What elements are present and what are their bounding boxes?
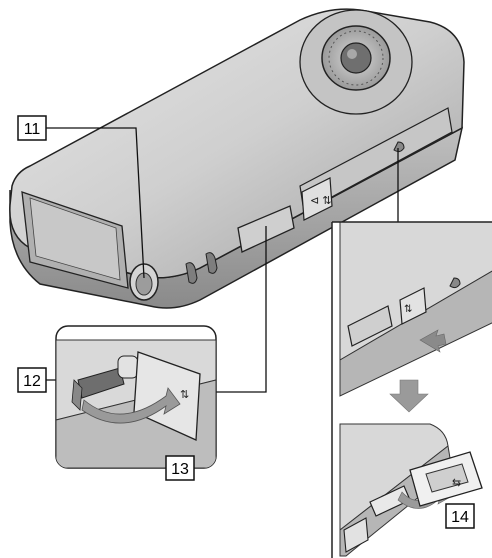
card-latch bbox=[117, 355, 139, 379]
usb-slide-lever[interactable]: ⊲ ⇅ bbox=[301, 177, 333, 221]
callout-12: 12 bbox=[17, 367, 47, 393]
callout-14-label: 14 bbox=[451, 509, 469, 526]
callout-11: 11 bbox=[17, 115, 47, 141]
card-slot-inset: ⇅ bbox=[55, 325, 217, 469]
svg-text:⊲ ⇅: ⊲ ⇅ bbox=[310, 195, 332, 207]
callout-14: 14 bbox=[445, 503, 475, 529]
lens-knurl bbox=[328, 30, 384, 86]
slide-arrow-icon bbox=[419, 329, 447, 353]
callout-11-label: 11 bbox=[24, 121, 41, 138]
open-arrow-icon bbox=[81, 387, 181, 424]
inset-usb-lever[interactable]: ⇅ bbox=[399, 287, 427, 325]
camera-body: ⊲ ⇅ bbox=[9, 8, 465, 309]
usb-inset: ⇅ ⇆ bbox=[331, 221, 492, 558]
svg-text:⇅: ⇅ bbox=[404, 304, 412, 315]
down-arrow-icon bbox=[389, 379, 429, 413]
strap-hole-2-icon bbox=[205, 252, 218, 274]
callout-13-label: 13 bbox=[171, 461, 189, 478]
usb-lever-notch bbox=[393, 141, 405, 153]
callout-12-label: 12 bbox=[23, 373, 41, 390]
leader-card-inset bbox=[216, 226, 267, 393]
lens-center bbox=[340, 42, 372, 74]
record-button[interactable] bbox=[129, 263, 159, 301]
svg-text:⇆: ⇆ bbox=[452, 477, 461, 489]
strap-hole-1-icon bbox=[185, 262, 198, 284]
inset-card-cover bbox=[347, 305, 393, 347]
svg-text:⇅: ⇅ bbox=[180, 389, 189, 401]
callout-13: 13 bbox=[165, 455, 195, 481]
usb-pop-arrow-icon bbox=[397, 481, 453, 509]
leader-11 bbox=[46, 127, 145, 279]
usb-connector: ⇆ bbox=[409, 451, 483, 507]
inset-lever-lower bbox=[343, 517, 369, 553]
